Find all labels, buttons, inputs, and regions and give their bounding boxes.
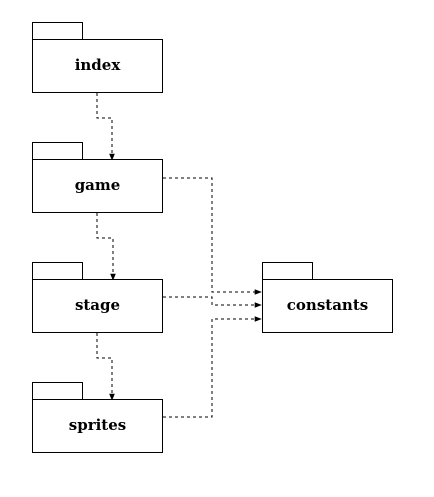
package-sprites[interactable]: sprites [32, 382, 163, 453]
package-tab [32, 262, 83, 280]
package-body [32, 39, 163, 93]
dependency-stage-to-constants [163, 296, 262, 308]
dependency-edges [96, 93, 262, 418]
package-stage[interactable]: stage [32, 262, 163, 333]
dependency-game-to-constants [163, 177, 262, 295]
package-body [32, 279, 163, 333]
package-label-stage: stage [75, 296, 120, 314]
package-label-index: index [75, 56, 122, 74]
package-index[interactable]: index [32, 22, 163, 93]
package-body [32, 399, 163, 453]
package-body [262, 279, 393, 333]
package-tab [262, 262, 313, 280]
package-tab [32, 22, 83, 40]
dependency-stage-to-sprites [96, 333, 115, 401]
dependency-index-to-game [96, 93, 115, 161]
package-constants[interactable]: constants [262, 262, 393, 333]
package-body [32, 159, 163, 213]
dependency-game-to-stage [96, 213, 116, 281]
package-game[interactable]: game [32, 142, 163, 213]
package-tab [32, 382, 83, 400]
dependency-sprites-to-constants [163, 316, 262, 418]
package-label-sprites: sprites [69, 416, 126, 434]
package-label-constants: constants [287, 296, 368, 314]
package-label-game: game [75, 176, 121, 194]
package-tab [32, 142, 83, 160]
